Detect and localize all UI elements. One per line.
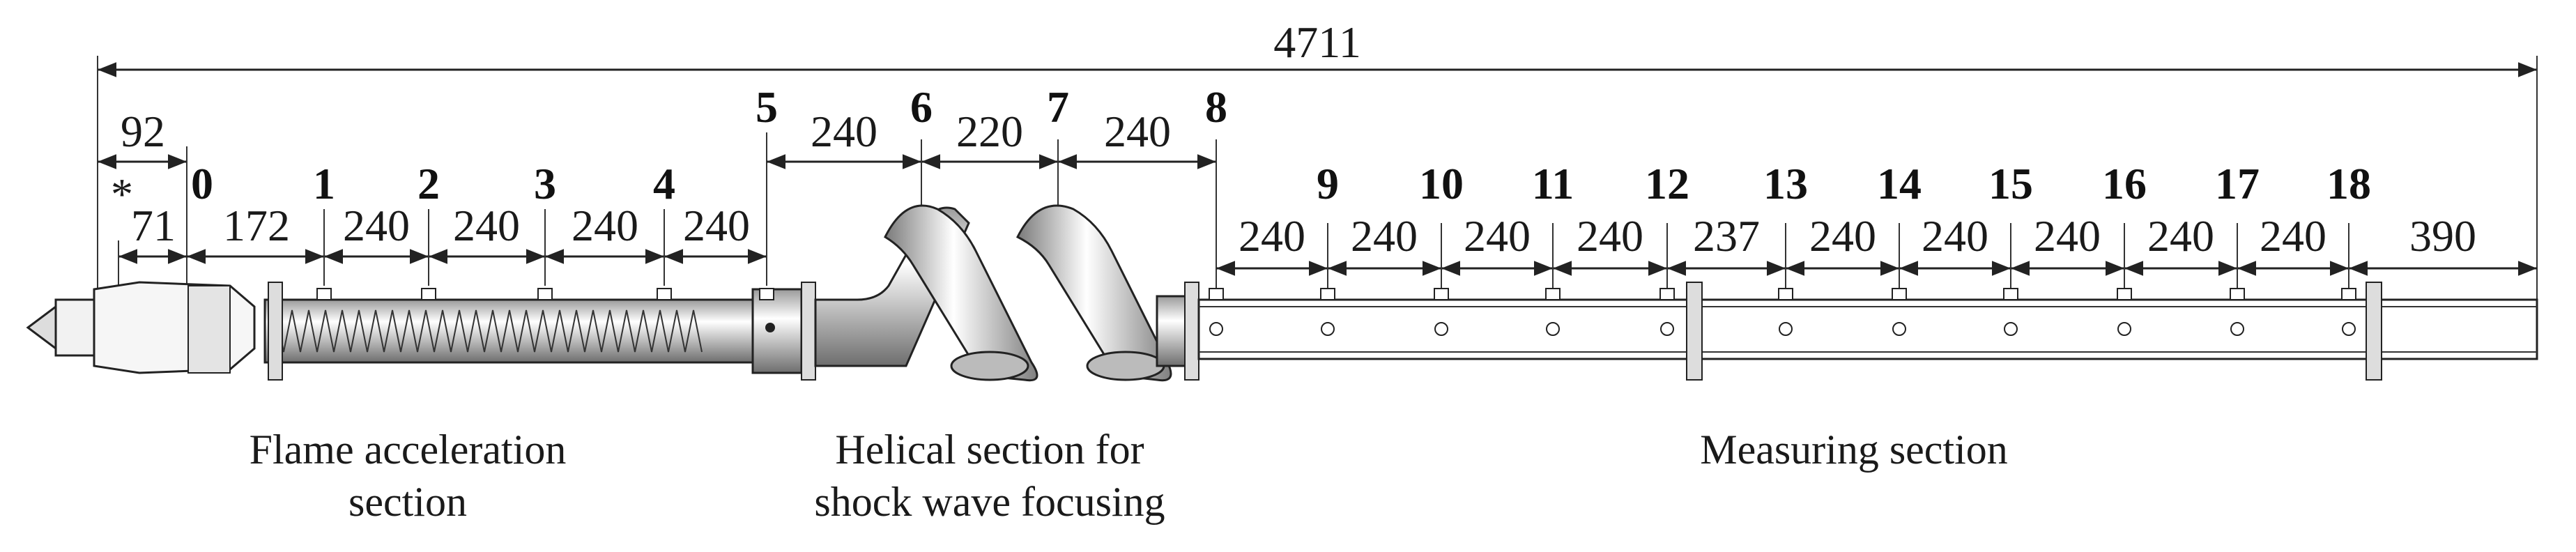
dim-240-label: 240 <box>2147 211 2214 261</box>
pressure-sensors <box>1209 288 2356 336</box>
star-mark: * <box>111 169 133 219</box>
flame-section-caption-line2: section <box>348 479 467 525</box>
flame-acceleration-tube <box>263 282 816 381</box>
station-14-label: 14 <box>1877 159 1922 208</box>
flame-section-caption-line1: Flame acceleration <box>250 427 567 473</box>
station-6-label: 6 <box>910 82 933 132</box>
dim-240-label: 240 <box>2260 211 2326 261</box>
overall-length-label: 4711 <box>1273 17 1361 67</box>
station-7-label: 7 <box>1047 82 1069 132</box>
helical-section-caption-line1: Helical section for <box>835 427 1144 473</box>
helical-section-dimensions: 240 220 240 <box>767 107 1217 328</box>
measuring-section-dimensions: 240 240 240 240 237 240 240 240 240 240 … <box>1216 211 2537 293</box>
dim-92-label: 92 <box>121 107 165 156</box>
station-2-label: 2 <box>417 159 440 208</box>
dim-240-label: 240 <box>2034 211 2101 261</box>
dim-240-label: 240 <box>1239 211 1305 261</box>
measuring-tube <box>1197 282 2538 381</box>
station-9-label: 9 <box>1317 159 1339 208</box>
station-18-label: 18 <box>2326 159 2371 208</box>
station-3-label: 3 <box>534 159 556 208</box>
dim-240-label: 240 <box>343 201 410 250</box>
station-4-label: 4 <box>653 159 675 208</box>
dim-237-label: 237 <box>1693 211 1760 261</box>
dim-240-label: 240 <box>1464 211 1531 261</box>
station-5-label: 5 <box>756 82 778 132</box>
station-16-label: 16 <box>2102 159 2147 208</box>
dim-240-label: 240 <box>1809 211 1876 261</box>
dim-71-label: 71 <box>131 201 176 250</box>
dim-240-label: 240 <box>572 201 638 250</box>
station-1-label: 1 <box>313 159 335 208</box>
station-10-label: 10 <box>1419 159 1464 208</box>
overall-dimension: 4711 <box>97 17 2538 328</box>
dim-240-label: 240 <box>1922 211 1988 261</box>
spiral-coil <box>275 309 703 353</box>
flame-section-dimensions: 172 240 240 240 240 <box>187 132 767 286</box>
station-12-label: 12 <box>1645 159 1689 208</box>
dim-240-label: 240 <box>453 201 520 250</box>
station-13-label: 13 <box>1763 159 1808 208</box>
ignition-head <box>26 281 256 374</box>
dim-240-label: 240 <box>1104 107 1171 156</box>
station-0-label: 0 <box>191 159 213 208</box>
inlet-dimensions: 92 * 71 <box>98 107 187 328</box>
dim-240-label: 240 <box>683 201 750 250</box>
helical-section-caption-line2: shock wave focusing <box>814 479 1165 525</box>
station-15-label: 15 <box>1988 159 2033 208</box>
dim-220-label: 220 <box>956 107 1023 156</box>
station-11-label: 11 <box>1532 159 1574 208</box>
dim-240-label: 240 <box>1577 211 1643 261</box>
station-labels: 0 1 2 3 4 5 6 7 8 9 10 11 12 13 14 15 16… <box>191 82 2371 208</box>
sensor-ports <box>316 288 774 300</box>
dim-240-label: 240 <box>811 107 877 156</box>
helical-section <box>814 204 1199 382</box>
dim-240-label: 240 <box>1351 211 1418 261</box>
station-17-label: 17 <box>2215 159 2260 208</box>
measuring-section-caption: Measuring section <box>1700 427 2008 473</box>
section-captions: Flame acceleration section Helical secti… <box>250 427 2008 525</box>
dim-390-label: 390 <box>2409 211 2476 261</box>
dim-172-label: 172 <box>223 201 290 250</box>
station-8-label: 8 <box>1205 82 1227 132</box>
